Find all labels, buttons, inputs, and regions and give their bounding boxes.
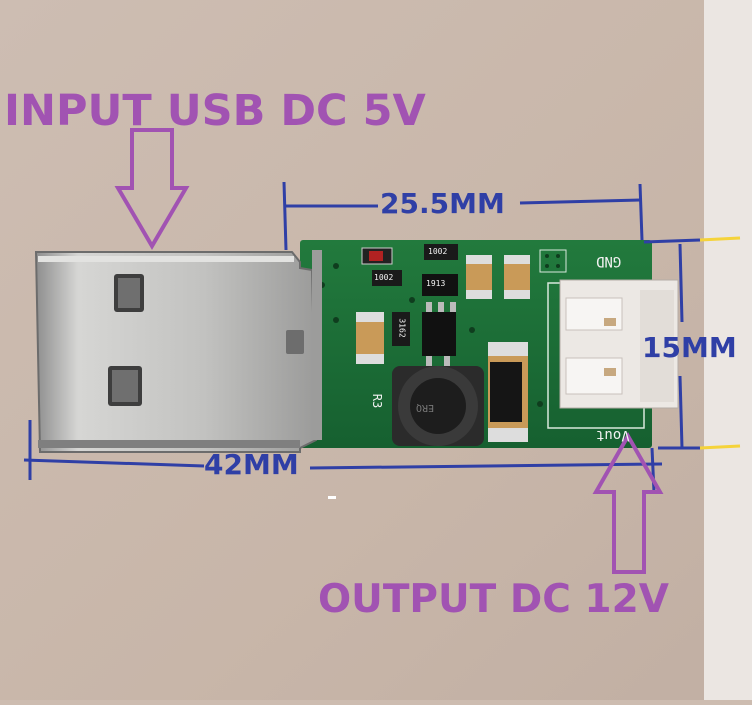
- usb-plug: [34, 250, 322, 453]
- components: [356, 244, 679, 446]
- ic-marking: 1913: [426, 279, 446, 288]
- gnd-marking: GND: [596, 253, 622, 269]
- dimension-width-label: 15MM: [642, 331, 737, 364]
- input-label: INPUT USB DC 5V: [4, 86, 426, 136]
- r4-marking: 3162: [397, 318, 407, 338]
- r1-marking: 1002: [428, 247, 448, 256]
- dimension-length-label: 42MM: [204, 448, 299, 481]
- r2-marking: 1002: [374, 273, 394, 282]
- inductor-marking: ERQ: [416, 402, 435, 413]
- output-label: OUTPUT DC 12V: [318, 577, 669, 622]
- vout-marking: Vout: [596, 427, 630, 443]
- speck: [328, 496, 336, 499]
- dimension-lines: [23, 181, 741, 493]
- r3-marking: R3: [370, 393, 385, 409]
- input-arrow-icon: [114, 128, 190, 250]
- dimension-board-label: 25.5MM: [380, 187, 505, 220]
- output-arrow-icon: [592, 431, 664, 574]
- background-edge: [704, 0, 752, 700]
